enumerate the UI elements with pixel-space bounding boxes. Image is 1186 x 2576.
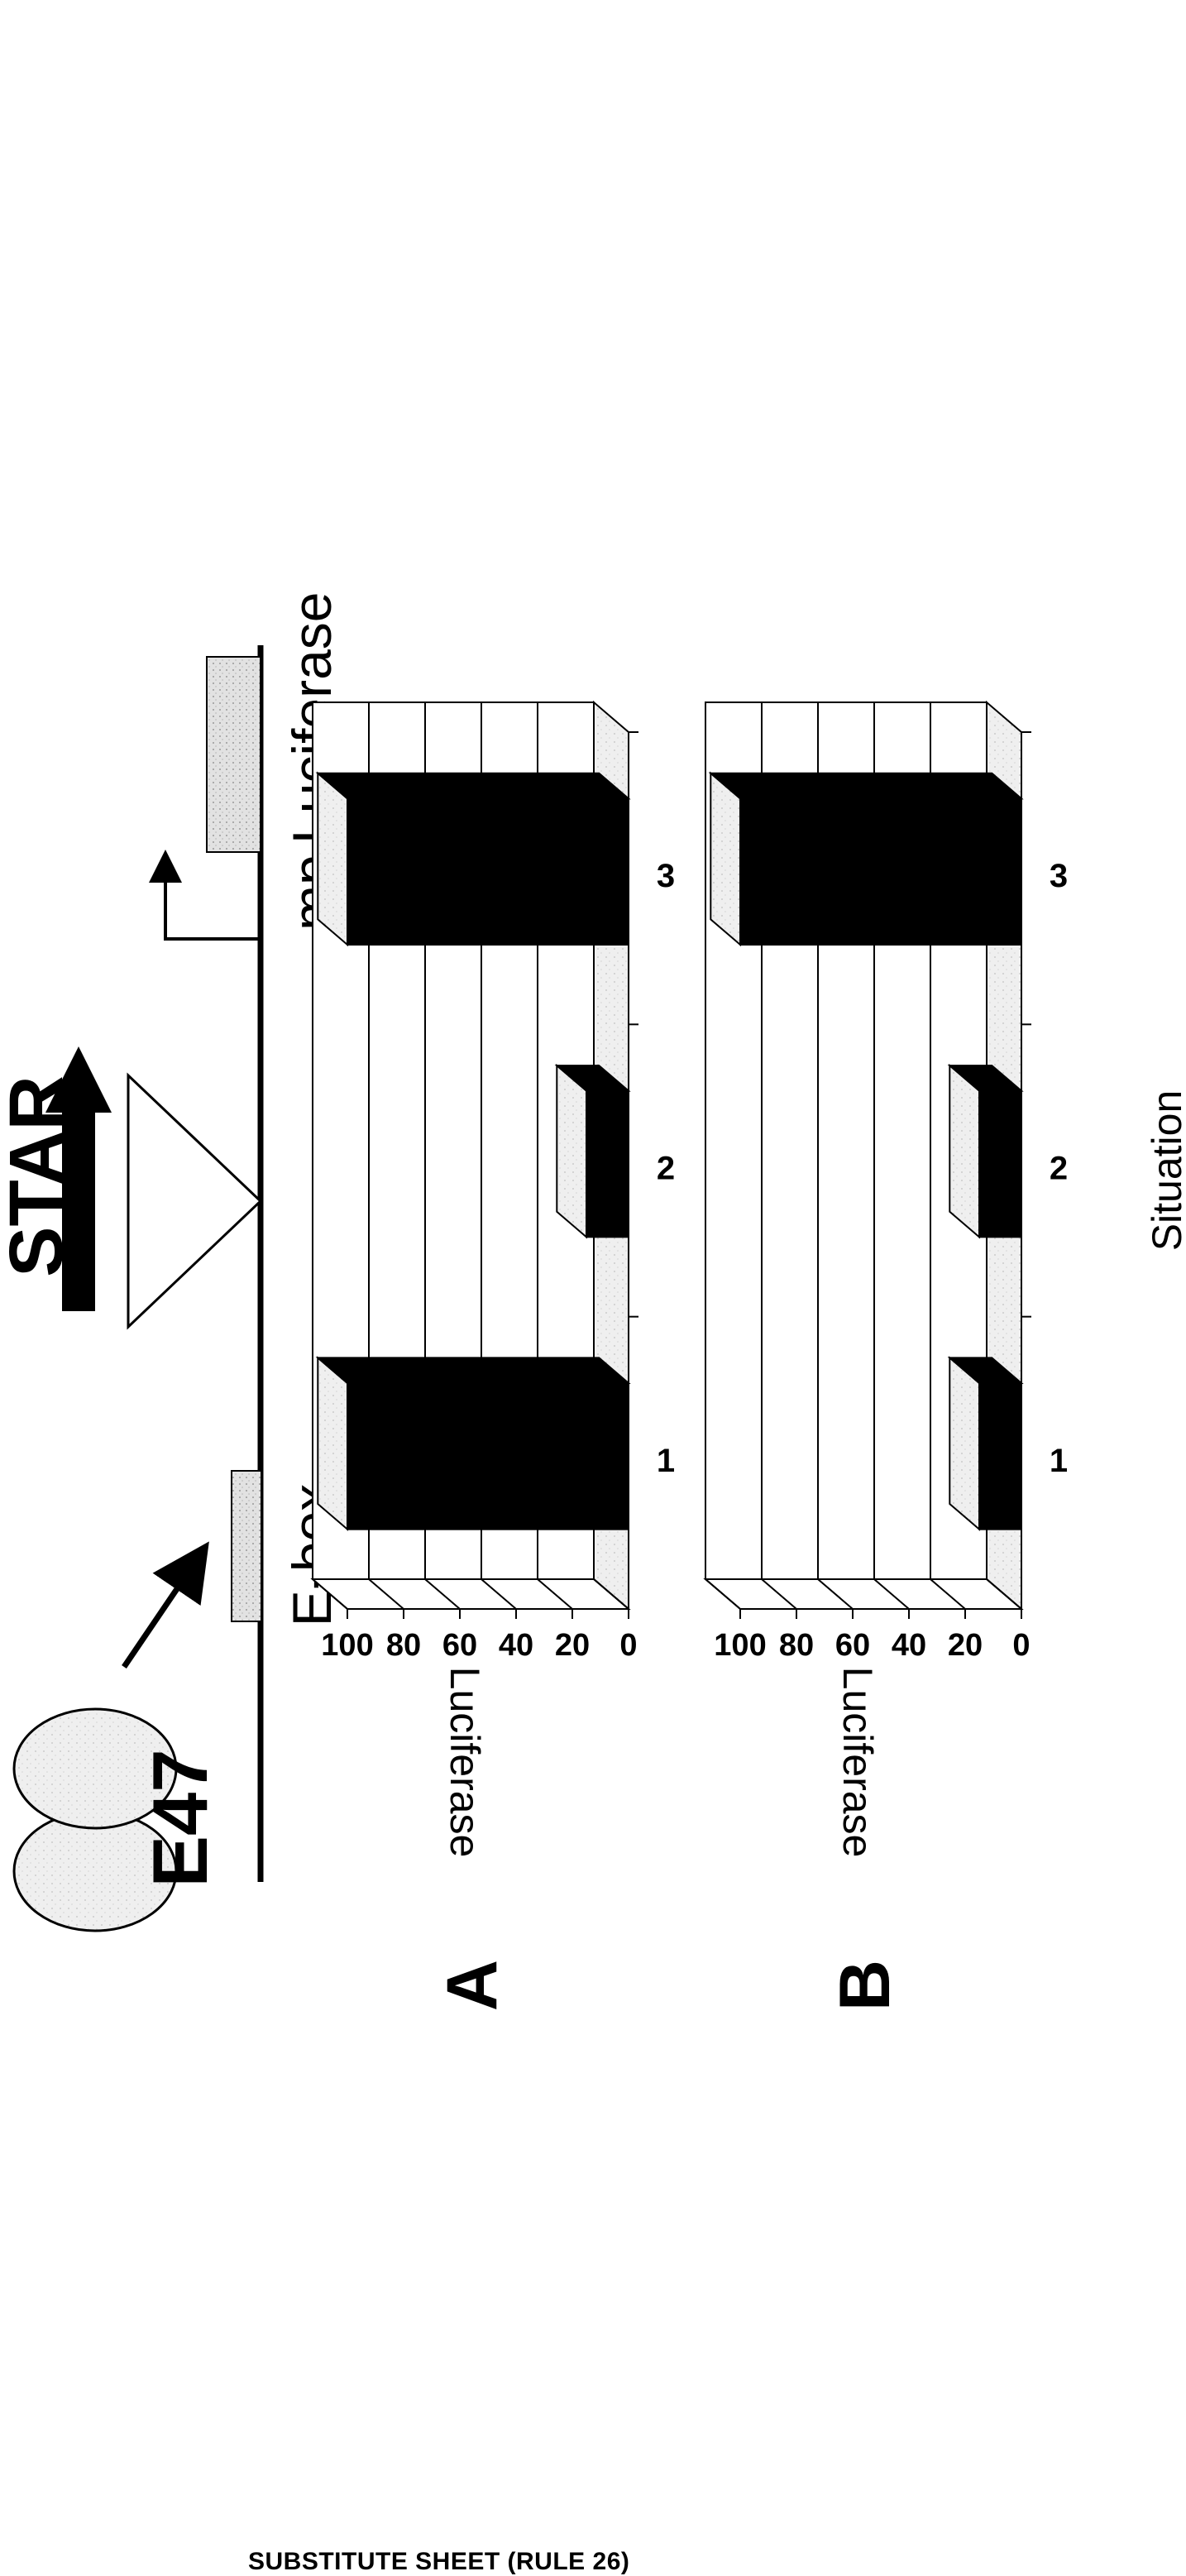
x-tick-label: 2 xyxy=(657,1151,675,1187)
bar-front xyxy=(740,798,1021,945)
chart-side-wall xyxy=(313,1579,629,1609)
bar-side xyxy=(710,773,1021,799)
bar-front xyxy=(586,1091,629,1238)
y-tick-label: 60 xyxy=(835,1628,870,1663)
y-tick-label: 0 xyxy=(1012,1628,1030,1663)
chart-b-ylabel: Luciferase xyxy=(835,1667,881,1858)
rotated-figure: E47 E-box STAR mp Luciferase A B 0204060… xyxy=(0,480,1186,2300)
ebox-box xyxy=(232,1471,261,1621)
bar-top xyxy=(557,1065,586,1237)
chart-side-wall xyxy=(705,1579,1021,1609)
figure-canvas: E47 E-box STAR mp Luciferase A B 0204060… xyxy=(0,480,1186,2300)
x-tick-label: 1 xyxy=(1050,1443,1068,1479)
y-tick-label: 40 xyxy=(499,1628,533,1663)
chart-b-xlabel: Situation xyxy=(1144,1090,1186,1252)
chart-a-ylabel: Luciferase xyxy=(442,1667,488,1858)
y-tick-label: 80 xyxy=(386,1628,421,1663)
bar-side xyxy=(318,1357,629,1383)
luciferase-box xyxy=(207,657,261,852)
e47-label: E47 xyxy=(136,1749,223,1887)
y-tick-label: 0 xyxy=(619,1628,637,1663)
bar xyxy=(318,773,629,945)
star-label: STAR xyxy=(0,1075,79,1277)
star-triangle xyxy=(128,1075,261,1327)
construct-diagram: E47 E-box STAR mp Luciferase xyxy=(0,591,342,1931)
bar xyxy=(949,1357,1021,1529)
bar xyxy=(318,1357,629,1529)
bar-top xyxy=(949,1065,979,1237)
y-tick-label: 80 xyxy=(779,1628,814,1663)
binding-arrow xyxy=(124,1551,203,1667)
y-tick-label: 20 xyxy=(555,1628,590,1663)
y-tick-label: 100 xyxy=(714,1628,766,1663)
y-tick-label: 40 xyxy=(892,1628,926,1663)
chart-a: 0 20 40 60 80 100 1 2 3 Luciferase xyxy=(313,702,675,1857)
bar-front xyxy=(347,1383,629,1530)
y-tick-label: 60 xyxy=(442,1628,477,1663)
tss-arrow-icon xyxy=(165,856,261,939)
bar xyxy=(710,773,1021,945)
x-tick-label: 1 xyxy=(657,1443,675,1479)
x-tick-label: 3 xyxy=(657,858,675,894)
bar-top xyxy=(318,773,347,945)
y-tick-label: 20 xyxy=(948,1628,983,1663)
x-tick-label: 3 xyxy=(1050,858,1068,894)
y-tick-label: 100 xyxy=(321,1628,373,1663)
panel-letter-b: B xyxy=(825,1960,905,2011)
bar-top xyxy=(318,1357,347,1529)
bar-side xyxy=(318,773,629,799)
bar xyxy=(557,1065,629,1237)
bar xyxy=(949,1065,1021,1237)
bar-front xyxy=(979,1091,1021,1238)
footer-text: SUBSTITUTE SHEET (RULE 26) xyxy=(248,2548,629,2576)
bar-top xyxy=(949,1357,979,1529)
chart-b: 0 20 40 60 80 100 1 2 3 Luciferase Situation xyxy=(705,702,1186,1857)
bar-front xyxy=(979,1383,1021,1530)
x-tick-label: 2 xyxy=(1050,1151,1068,1187)
bar-top xyxy=(710,773,740,945)
bar-front xyxy=(347,798,629,945)
panel-letter-a: A xyxy=(433,1960,512,2011)
